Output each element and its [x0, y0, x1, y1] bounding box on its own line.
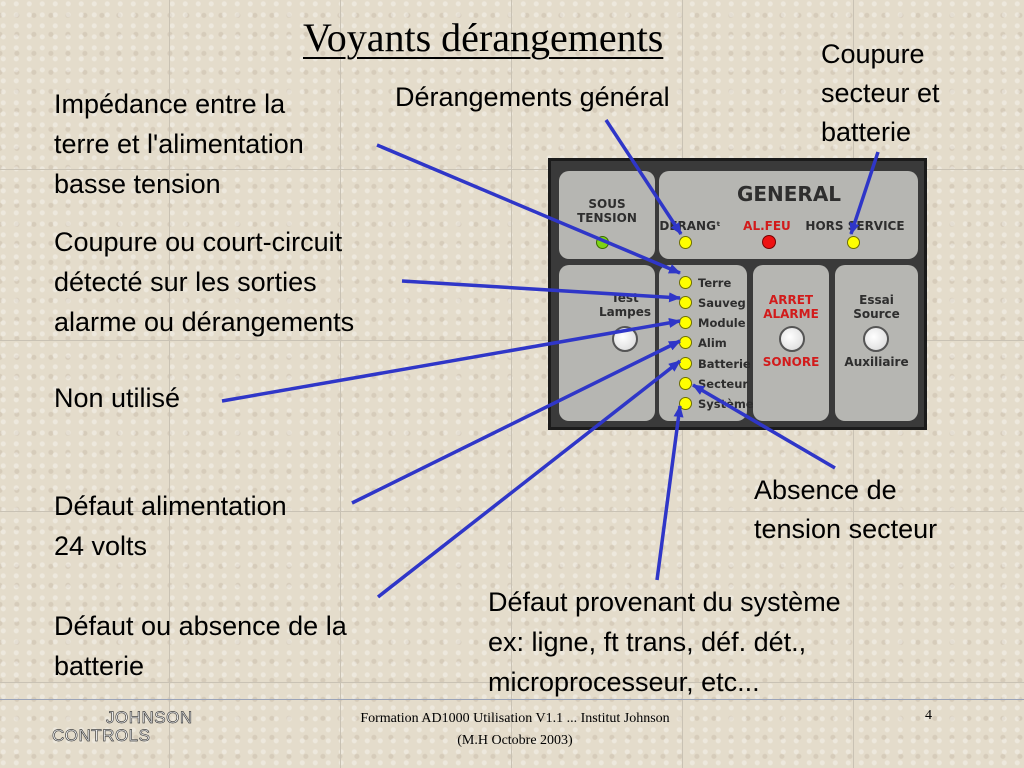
- indicator-label-module: Module: [698, 316, 746, 330]
- sonore-label: SONORE: [762, 355, 820, 369]
- essai-source-button[interactable]: [863, 326, 889, 352]
- auxiliaire-label: Auxiliaire: [844, 355, 909, 369]
- indicator-label-alim: Alim: [698, 336, 727, 350]
- label-defaut-systeme: Défaut provenant du système ex: ligne, f…: [488, 587, 841, 697]
- led-alarme-feu: [762, 235, 776, 249]
- led-sauveg: [679, 296, 692, 309]
- arret-alarme-box: ARRET ALARME SONORE: [753, 265, 829, 421]
- general-box: GENERAL DERANGᵗ AL.FEU HORS SERVICE: [659, 171, 918, 259]
- arrow-defaut-systeme: [655, 405, 684, 581]
- arrow-defaut-batterie: [376, 359, 682, 599]
- indicator-label-terre: Terre: [698, 276, 732, 290]
- arret-alarme-button[interactable]: [779, 326, 805, 352]
- essai-source-label: Essai Source: [853, 293, 900, 321]
- logo-controls-text: CONTROLS: [52, 726, 151, 746]
- label-absence-tension: Absence de tension secteur: [754, 475, 938, 544]
- indicator-label-sauveg: Sauveg: [698, 296, 746, 310]
- sous-tension-box: SOUS TENSION: [559, 171, 655, 259]
- hors-service-label: HORS SERVICE: [805, 219, 905, 233]
- led-derangement: [679, 236, 692, 249]
- led-secteur: [679, 377, 692, 390]
- label-coupure-court-circuit: Coupure ou court-circuit détecté sur les…: [54, 227, 355, 337]
- led-terre: [679, 276, 692, 289]
- sous-tension-label: SOUS TENSION: [577, 197, 637, 225]
- label-non-utilise: Non utilisé: [54, 383, 181, 413]
- arrow-coupure-secteur: [849, 151, 880, 235]
- al-feu-label: AL.FEU: [743, 219, 791, 233]
- control-panel: SOUS TENSION GENERAL DERANGᵗ AL.FEU HORS…: [548, 158, 927, 430]
- indicator-label-secteur: Secteur: [698, 377, 749, 391]
- label-derangements-general: Dérangements général: [395, 82, 670, 112]
- arrow-defaut-alimentation: [351, 339, 681, 505]
- label-defaut-alimentation: Défaut alimentation 24 volts: [54, 491, 287, 561]
- label-coupure-secteur: Coupure secteur et batterie: [821, 39, 940, 147]
- footer-divider: [0, 699, 1024, 700]
- indicator-label-batterie: Batterie: [698, 357, 751, 371]
- slide-title: Voyants dérangements: [303, 15, 664, 60]
- arrow-coupure-court-circuit: [401, 279, 681, 303]
- label-defaut-batterie: Défaut ou absence de la batterie: [54, 611, 347, 681]
- arret-alarme-label: ARRET ALARME: [763, 293, 819, 321]
- arrow-non-utilise: [221, 317, 681, 403]
- arrow-absence-tension: [692, 383, 836, 470]
- general-heading: GENERAL: [736, 182, 842, 206]
- logo-johnson-text: JOHNSON: [106, 708, 193, 728]
- arrow-impedance: [376, 143, 681, 275]
- johnson-controls-logo: JOHNSON CONTROLS: [52, 708, 212, 748]
- page-number: 4: [925, 708, 932, 723]
- footer-text: Formation AD1000 Utilisation V1.1 ... In…: [360, 711, 670, 748]
- arrow-derangements-general: [604, 119, 683, 235]
- label-impedance: Impédance entre la terre et l'alimentati…: [54, 89, 304, 199]
- led-hors-service: [847, 236, 860, 249]
